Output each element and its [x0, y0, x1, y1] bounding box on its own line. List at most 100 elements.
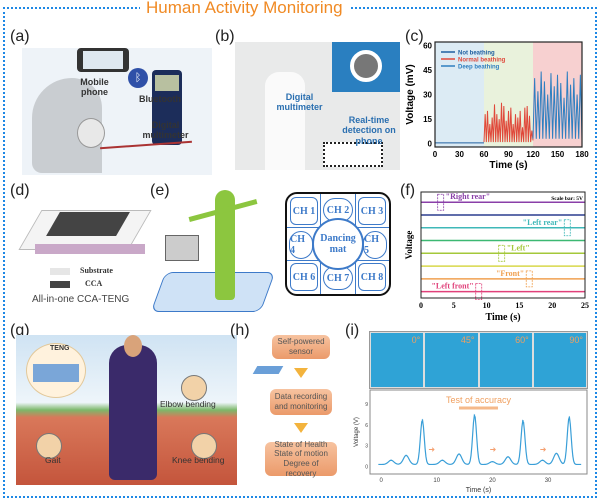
x-tick-label: 30	[545, 478, 552, 484]
panel-f-label: (f)	[400, 182, 416, 199]
x-tick-label: 15	[515, 301, 523, 310]
peak-point	[390, 459, 392, 461]
runner-head	[124, 335, 142, 357]
photo-person-with-mask	[235, 42, 400, 170]
panel-g-label: (g)	[10, 322, 30, 339]
y-tick-label: 60	[423, 41, 432, 50]
elbow-photo-90: 90°	[533, 333, 586, 387]
elbow-bending-label: Elbow bending	[160, 399, 216, 409]
arrow-icon: ➜	[428, 445, 435, 454]
legend-cca: CCA	[85, 279, 103, 288]
dancer-silhouette	[215, 190, 235, 300]
y-tick-label: 30	[423, 91, 432, 100]
x-axis-label: Time (s)	[485, 312, 520, 323]
y-axis-label: Voltage (V)	[354, 417, 360, 447]
elbow-photo-60: 60°	[479, 333, 532, 387]
channel-8: CH 8	[358, 263, 386, 291]
gait-label: Gait	[45, 455, 61, 465]
x-tick-label: 20	[489, 478, 496, 484]
x-tick-label: 10	[483, 301, 491, 310]
angle-label: 0°	[411, 335, 421, 345]
flow-step-outcomes: State of Health State of motion Degree o…	[265, 440, 337, 478]
x-tick-label: 0	[419, 301, 423, 310]
teng-inset	[26, 343, 86, 398]
cca-swatch	[50, 281, 70, 288]
cca-teng-caption: All-in-one CCA-TENG	[32, 294, 130, 305]
peak-point	[555, 452, 557, 454]
peak-point	[507, 456, 509, 458]
channel-6: CH 6	[290, 263, 318, 291]
bluetooth-icon: ᛒ	[128, 68, 148, 88]
x-tick-label: 90	[504, 150, 513, 159]
event-label: "Front"	[496, 269, 524, 278]
angle-label: 90°	[569, 335, 583, 345]
peak-point	[441, 459, 443, 461]
event-label: "Left front"	[431, 282, 473, 291]
x-tick-label: 20	[548, 301, 556, 310]
arrow-icon: ➜	[540, 445, 547, 454]
peak-point	[458, 453, 460, 455]
runner-figure	[109, 345, 157, 480]
channel-3: CH 3	[358, 197, 386, 225]
event-label: "Left"	[507, 243, 530, 252]
elbow-photo-45: 45°	[425, 333, 478, 387]
x-tick-label: 25	[581, 301, 589, 310]
channel-5: CH 5	[363, 231, 387, 259]
elbow-angle-photos: 0° 45° 60° 90°	[369, 331, 588, 389]
dancing-mat-center: Dancing mat	[312, 218, 364, 270]
event-spike-box	[475, 283, 483, 301]
knee-icon	[191, 433, 217, 459]
x-tick-label: 0	[433, 150, 438, 159]
legend-entry: Normal beathing	[458, 58, 506, 64]
y-tick-label: 0	[365, 465, 368, 471]
y-tick-label: 9	[365, 402, 368, 408]
teng-label: TENG	[50, 345, 70, 352]
panel-d-label: (d)	[10, 182, 30, 199]
panel-e-label: (e)	[150, 182, 170, 199]
mask-photo-inset	[332, 42, 400, 92]
b-phone-label: Real-time detection on phone	[342, 115, 396, 146]
y-tick-label: 45	[423, 66, 432, 75]
legend-substrate: Substrate	[80, 266, 113, 275]
y-tick-label: 0	[428, 140, 433, 149]
y-tick-label: 6	[365, 423, 368, 429]
x-axis-label: Time (s)	[489, 160, 527, 171]
multimeter-icon	[152, 70, 182, 145]
event-spike-box	[525, 270, 533, 288]
event-label: "Right rear"	[446, 192, 491, 201]
angle-label: 60°	[515, 335, 529, 345]
series-line-2	[532, 71, 583, 141]
plot-frame	[420, 191, 586, 299]
peak-point	[421, 419, 423, 421]
peak-point	[541, 459, 544, 461]
x-tick-label: 120	[526, 150, 540, 159]
panel-c-label: (c)	[405, 28, 424, 45]
elbow-photo-0: 0°	[371, 333, 424, 387]
peak-point	[474, 414, 476, 416]
bluetooth-label: Bluetooth	[139, 94, 181, 104]
x-tick-label: 5	[452, 301, 456, 310]
substrate-swatch	[50, 268, 70, 275]
dancing-mat-layout: CH 1 CH 2 CH 3 CH 4 CH 5 CH 6 CH 7 CH 8 …	[285, 192, 391, 296]
panel-i-label: (i)	[345, 322, 360, 339]
y-axis-label: Voltage (mV)	[405, 64, 416, 124]
arrow-icon: ➜	[490, 445, 497, 454]
legend-entry: Deep beathing	[458, 65, 500, 71]
chart-f-dancing-mat-voltage: "Right rear" "Left rear" "Left" "Front" "Lef…	[404, 191, 589, 323]
peak-point	[491, 461, 494, 463]
laptop-icon	[165, 235, 199, 261]
x-tick-label: 150	[551, 150, 565, 159]
event-label: "Left rear"	[523, 218, 563, 227]
background-band	[484, 42, 533, 147]
plot-frame	[434, 41, 583, 148]
peak-point	[405, 454, 407, 456]
chart-title: Test of accuracy	[446, 395, 512, 405]
channel-1: CH 1	[290, 197, 318, 225]
panel-h-label: (h)	[230, 322, 250, 339]
mask-setup-illustration: ᛒ	[22, 48, 212, 175]
x-axis-label: Time (s)	[466, 487, 491, 494]
runner-photo	[16, 335, 237, 485]
flow-step-recording: Data recording and monitoring	[270, 389, 332, 415]
